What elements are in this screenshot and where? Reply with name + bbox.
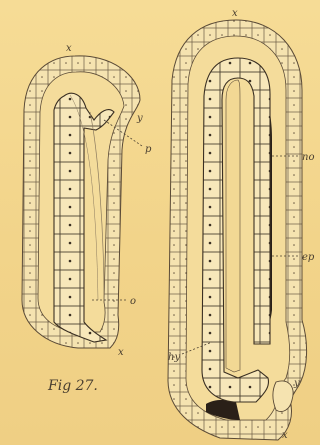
label-left-y: y (136, 113, 143, 124)
label-right-ep: ep (302, 252, 315, 263)
label-left-x-bottom: x (118, 347, 124, 358)
right-figure: x no ep hy y x (168, 8, 315, 441)
label-left-x-top: x (66, 43, 72, 54)
label-left-o: o (130, 296, 136, 307)
label-left-p: p (145, 144, 152, 155)
figure-caption: Fig 27. (47, 378, 98, 394)
left-figure: x y p o x (22, 43, 152, 358)
label-right-x-bottom: x (282, 430, 288, 441)
label-right-x-top: x (232, 8, 238, 19)
label-right-hy: hy (168, 352, 180, 363)
label-right-y: y (293, 378, 300, 389)
label-right-no: no (302, 152, 314, 163)
